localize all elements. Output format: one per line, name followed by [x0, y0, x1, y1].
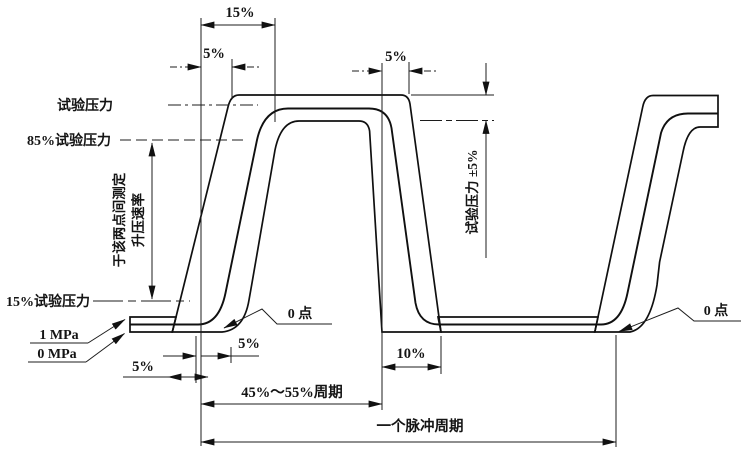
nominal-curve [130, 107, 718, 326]
label-tolerance-band: 试验压力 ±5% [464, 149, 480, 234]
label-1mpa: 1 MPa [39, 328, 78, 343]
dim-label-fall-start: 5% [385, 49, 407, 65]
dim-label-rise-max: 15% [226, 5, 255, 21]
label-zero-left: 0 点 [288, 305, 313, 322]
dim-label-rise-start: 5% [203, 46, 225, 62]
label-pressure-85: 85%试验压力 [27, 132, 111, 149]
leader-zero-left [223, 308, 332, 329]
dim-label-full-cycle: 一个脉冲周期 [377, 417, 464, 435]
dim-label-fall-max: 10% [397, 346, 426, 362]
label-0mpa: 0 MPa [37, 347, 76, 362]
text-labels: 试验压力 85%试验压力 15%试验压力 1 MPa 0 MPa 于该两点间测定… [6, 5, 728, 435]
leader-zero-right [618, 307, 741, 332]
leader-lines [28, 307, 741, 363]
reference-lines [93, 18, 617, 447]
label-pressure-15: 15%试验压力 [6, 293, 90, 310]
dim-label-base-mid: 5% [238, 336, 260, 352]
leader-0mpa [85, 333, 125, 363]
label-rate-line2: 升压速率 [130, 193, 146, 247]
label-test-pressure: 试验压力 [57, 97, 113, 114]
leader-1mpa [87, 319, 126, 344]
pulse2-band [593, 94, 719, 333]
label-zero-right: 0 点 [704, 302, 729, 319]
label-rate-line1: 于该两点间测定 [111, 172, 127, 267]
waveform-envelope [129, 94, 719, 333]
dimension-lines [123, 21, 617, 446]
dim-label-high-phase: 45%～55%周期 [241, 383, 343, 401]
pulse1-band [171, 94, 442, 333]
dim-label-base-left: 5% [132, 359, 154, 375]
